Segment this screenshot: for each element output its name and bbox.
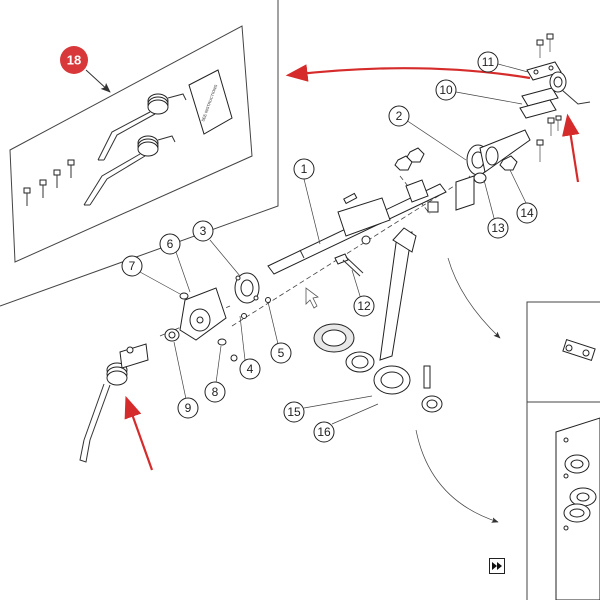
callout-2: [388, 105, 410, 127]
callout-1: [293, 158, 315, 180]
callout-7: [121, 255, 143, 277]
instruction-card: SEE INSTRUCTIONS: [188, 69, 233, 135]
svg-text:16: 16: [317, 425, 331, 439]
lever-arm: [379, 231, 413, 361]
svg-text:14: 14: [520, 206, 534, 220]
kit-card-frame: [9, 25, 253, 263]
svg-text:15: 15: [287, 405, 301, 419]
lead-arrow-to-lower-inset: [415, 429, 499, 523]
upper-spring-kit: [519, 33, 591, 136]
main-assembly: [79, 33, 591, 463]
callout-9: [177, 397, 199, 419]
callout-11: [477, 51, 499, 73]
svg-text:6: 6: [167, 237, 174, 251]
red-arrow-upper-right: [562, 113, 580, 183]
svg-text:5: 5: [278, 346, 285, 360]
callout-14: [516, 202, 538, 224]
svg-text:8: 8: [212, 385, 219, 399]
red-arrow-to-kit: [285, 64, 531, 82]
left-spring-arm: [79, 343, 149, 463]
svg-text:3: 3: [200, 224, 207, 238]
svg-text:10: 10: [439, 83, 453, 97]
mounting-bracket: [337, 197, 391, 237]
callout-6: [159, 233, 181, 255]
badge-label: 18: [67, 53, 81, 68]
callout-4: [239, 358, 261, 380]
kit-panel: SEE INSTRUCTIONS: [0, 0, 279, 307]
callout-16: [313, 421, 335, 443]
callouts: 1 2 3 4 5 6 7 8 9 10: [121, 51, 538, 443]
callout-5: [270, 342, 292, 364]
callout-3: [192, 220, 214, 242]
svg-text:13: 13: [491, 221, 505, 235]
svg-text:7: 7: [129, 259, 136, 273]
panel-outer-border: [0, 0, 279, 307]
svg-text:4: 4: [247, 362, 254, 376]
callout-13: [487, 217, 509, 239]
hex-nuts: [394, 147, 518, 171]
spring-arm-upper: [97, 93, 187, 161]
svg-text:9: 9: [185, 401, 192, 415]
callout-15: [283, 401, 305, 423]
kit-badge: 18: [60, 46, 111, 93]
left-hub-assembly: [164, 272, 271, 362]
svg-text:11: 11: [482, 55, 495, 69]
callout-12: [353, 295, 375, 317]
red-arrow-lower-left: [124, 395, 154, 471]
right-inset-panels: [526, 301, 600, 601]
svg-text:12: 12: [357, 299, 371, 313]
spring-arm-lower: [83, 135, 176, 206]
callout-8: [204, 381, 226, 403]
lead-arrow-to-upper-inset: [447, 257, 501, 339]
mouse-cursor-icon: [305, 287, 319, 309]
fast-forward-icon: [492, 562, 502, 570]
kit-bolts: [23, 159, 75, 206]
svg-text:1: 1: [301, 162, 308, 176]
svg-text:2: 2: [396, 109, 403, 123]
next-page-button[interactable]: [489, 558, 505, 574]
callout-10: [435, 79, 457, 101]
